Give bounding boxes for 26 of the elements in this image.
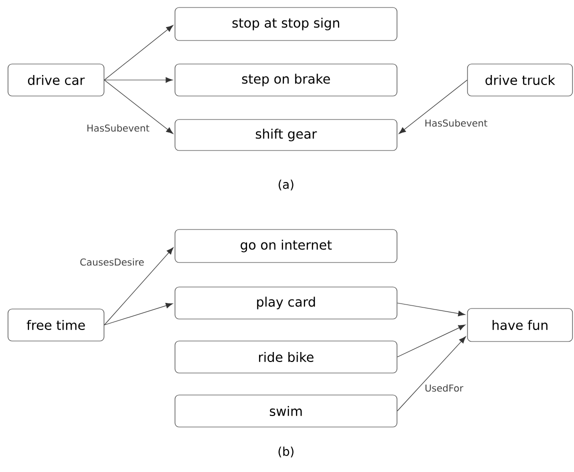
arrow	[397, 324, 466, 358]
concept-box: play card	[174, 286, 398, 320]
edge-label: CausesDesire	[78, 257, 146, 267]
concept-box: have fun	[467, 308, 573, 342]
concept-box: stop at stop sign	[174, 7, 398, 41]
concept-box: step on brake	[174, 64, 398, 96]
arrow	[104, 77, 173, 83]
edge-label: UsedFor	[424, 383, 464, 393]
edge-label: HasSubevent	[85, 123, 151, 133]
arrow	[104, 247, 174, 326]
arrow	[104, 25, 174, 80]
concept-box: go on internet	[174, 229, 398, 263]
concept-box: free time	[8, 308, 104, 342]
arrow	[397, 302, 466, 316]
arrow	[104, 80, 174, 134]
concept-box: drive truck	[467, 64, 573, 96]
arrow	[398, 80, 468, 134]
subfigure-caption: (a)	[278, 180, 294, 190]
concept-box: ride bike	[174, 340, 398, 374]
arrow	[397, 336, 466, 412]
subfigure-caption: (b)	[278, 446, 294, 458]
concept-box: shift gear	[174, 119, 398, 151]
concept-box: drive car	[8, 64, 104, 96]
arrow	[104, 302, 173, 326]
concept-box: swim	[174, 394, 398, 428]
edge-label: HasSubevent	[423, 118, 489, 128]
